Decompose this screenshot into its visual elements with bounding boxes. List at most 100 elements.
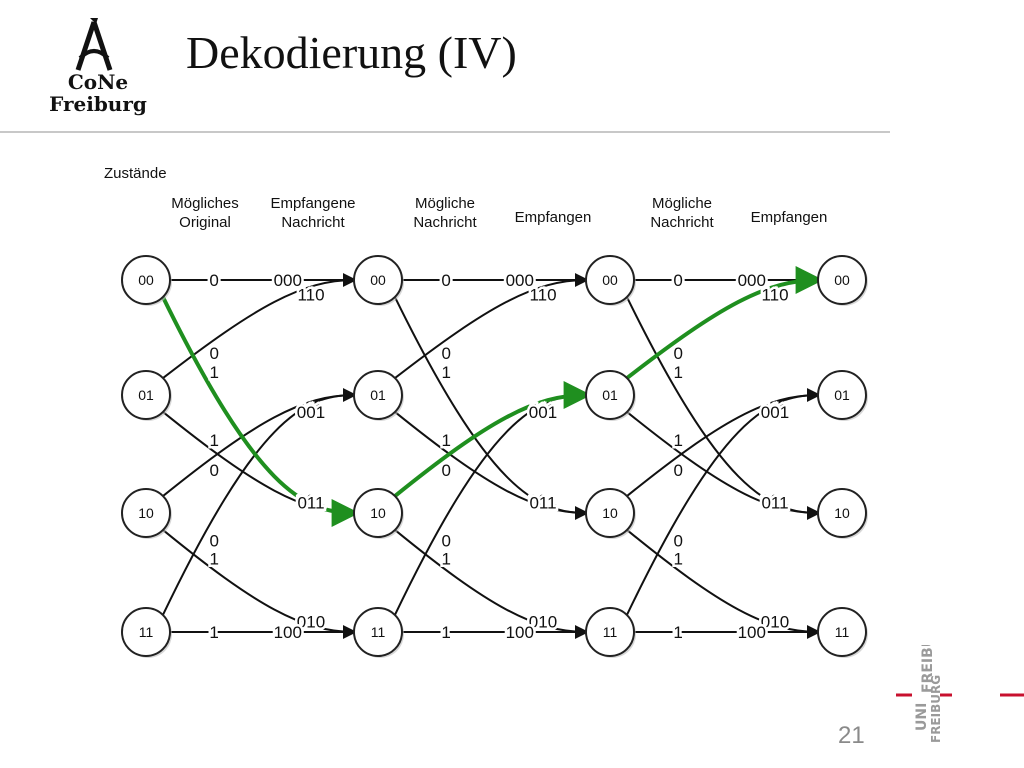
- output-code-stage2-10-to-11: 010: [761, 612, 789, 631]
- states-label: Zustände: [104, 165, 167, 182]
- column-header-4-line1: Mögliche: [652, 195, 712, 212]
- node-label: 01: [834, 387, 850, 403]
- state-node-col0-11: 11: [121, 607, 172, 658]
- output-code-stage1-10-to-01: 111: [530, 401, 556, 420]
- output-code-stage2-01-to-00: 110: [761, 286, 788, 305]
- node-label: 10: [602, 505, 618, 521]
- output-code-stage1-10-to-11: 010: [529, 612, 557, 631]
- output-code-stage0-01-to-10: 011: [297, 493, 324, 512]
- node-circle: [121, 488, 171, 538]
- output-code-stage2-11-to-01: 001: [761, 403, 789, 422]
- edge-stage2-11-to-01: [625, 388, 821, 616]
- column-header-3-line1: Empfangen: [515, 209, 592, 226]
- output-code-stage2-10-to-01: 111: [762, 401, 788, 420]
- output-code-stage2-11-to-11: 100: [738, 623, 766, 642]
- highlight-stage1-10-to-01: [393, 381, 592, 498]
- node-label: 01: [370, 387, 386, 403]
- input-bit-stage2-01-to-10: 1: [673, 431, 682, 450]
- state-node-col3-11: 11: [817, 607, 868, 658]
- input-bit-stage2-01-to-00: 0: [673, 344, 682, 363]
- input-bit-stage0-01-to-10: 1: [209, 431, 218, 450]
- input-bit-stage2-10-to-01: 0: [673, 461, 682, 480]
- output-code-stage2-00-to-10: 101: [761, 491, 789, 510]
- column-header-1-line2: Nachricht: [281, 214, 345, 231]
- input-bit-stage0-11-to-11: 1: [209, 623, 218, 642]
- edge-stage0-11-to-01: [161, 388, 357, 616]
- logo-line-2: Freiburg: [49, 92, 147, 116]
- state-node-col1-11: 11: [353, 607, 404, 658]
- input-bit-stage0-00-to-00: 0: [209, 271, 218, 290]
- node-label: 10: [370, 505, 386, 521]
- output-code-stage2-01-to-10: 011: [761, 493, 788, 512]
- column-header-0-line2: Original: [179, 214, 231, 231]
- node-circle: [121, 370, 171, 420]
- node-label: 11: [139, 624, 154, 640]
- input-bit-stage2-00-to-10: 1: [673, 363, 682, 382]
- state-node-col3-10: 10: [817, 488, 868, 539]
- state-node-col2-01: 01: [585, 370, 636, 421]
- state-node-col0-10: 10: [121, 488, 172, 539]
- uni-freiburg-logo: FREIBURG UNI FREIBURG: [896, 645, 1024, 743]
- node-circle: [817, 488, 867, 538]
- output-code-stage0-10-to-11: 010: [297, 612, 325, 631]
- node-circle: [817, 607, 867, 657]
- output-code-stage1-11-to-11: 100: [506, 623, 534, 642]
- input-bit-stage1-11-to-01: 0: [441, 531, 450, 550]
- node-circle: [353, 488, 403, 538]
- column-header-2-line2: Nachricht: [413, 214, 477, 231]
- node-circle: [585, 607, 635, 657]
- edge-stage1-10-to-11: [394, 529, 589, 639]
- output-code-stage0-00-to-00: 000: [274, 271, 302, 290]
- logo-uni: UNI: [914, 703, 930, 731]
- node-label: 11: [835, 624, 850, 640]
- input-bit-stage2-10-to-11: 1: [673, 550, 682, 569]
- output-code-stage2-00-to-00: 000: [738, 271, 766, 290]
- highlight-stage0-00-to-10: [161, 295, 360, 527]
- state-node-col3-01: 01: [817, 370, 868, 421]
- column-header-0-line1: Mögliches: [171, 195, 239, 212]
- logo-line-1: CoNe: [67, 70, 129, 94]
- node-label: 00: [370, 272, 386, 288]
- node-circle: [817, 370, 867, 420]
- column-header-1-line1: Empfangene: [270, 195, 355, 212]
- state-node-col0-00: 00: [121, 255, 172, 306]
- node-label: 10: [834, 505, 850, 521]
- node-circle: [353, 255, 403, 305]
- antenna-icon: [75, 18, 113, 71]
- input-bit-stage0-00-to-10: 1: [209, 363, 218, 382]
- input-bit-stage0-01-to-00: 0: [209, 344, 218, 363]
- node-label: 11: [371, 624, 386, 640]
- edges-layer: [161, 273, 821, 639]
- input-bit-stage2-11-to-11: 1: [673, 623, 682, 642]
- highlight-path: [161, 266, 824, 527]
- node-label: 01: [602, 387, 618, 403]
- page-number: 21: [838, 722, 865, 749]
- state-node-col3-00: 00: [817, 255, 868, 306]
- node-circle: [121, 607, 171, 657]
- input-bit-stage1-01-to-10: 1: [441, 431, 450, 450]
- node-circle: [817, 255, 867, 305]
- output-code-stage0-10-to-01: 111: [298, 401, 324, 420]
- edge-stage0-01-to-00: [162, 273, 357, 379]
- edge-stage1-01-to-10: [394, 411, 589, 520]
- node-circle: [353, 370, 403, 420]
- state-node-col0-01: 01: [121, 370, 172, 421]
- output-code-stage0-11-to-01: 001: [297, 403, 325, 422]
- state-node-col1-00: 00: [353, 255, 404, 306]
- input-bit-stage1-00-to-00: 0: [441, 271, 450, 290]
- state-node-col1-10: 10: [353, 488, 404, 539]
- input-bit-stage2-11-to-01: 0: [673, 531, 682, 550]
- node-circle: [585, 255, 635, 305]
- output-code-stage0-01-to-00: 110: [297, 286, 324, 305]
- state-node-col1-01: 01: [353, 370, 404, 421]
- logo-freiburg-bottom: FREIBURG: [929, 675, 943, 743]
- output-code-stage1-01-to-10: 011: [529, 493, 556, 512]
- state-node-col2-10: 10: [585, 488, 636, 539]
- column-header-5-line1: Empfangen: [751, 209, 828, 226]
- output-code-stage0-00-to-10: 101: [297, 491, 325, 510]
- state-node-col2-00: 00: [585, 255, 636, 306]
